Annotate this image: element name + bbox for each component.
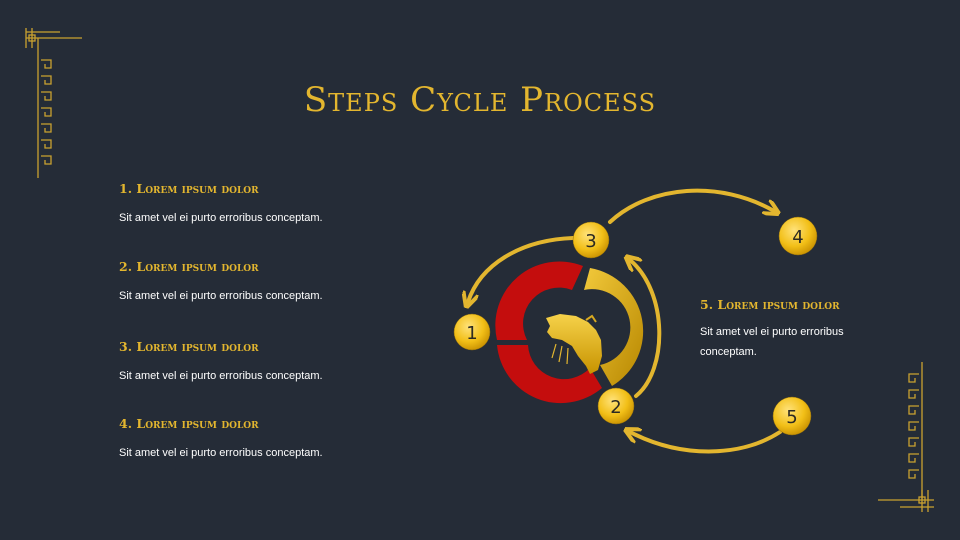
arrow-2-to-3 (630, 260, 662, 398)
node-5-label: 5 (786, 407, 797, 428)
step-4: 4. Lorem ipsum dolor Sit amet vel ei pur… (119, 416, 419, 463)
tiger-head-icon (546, 314, 602, 374)
node-1-label: 1 (466, 323, 477, 344)
center-ring (495, 261, 644, 404)
ring-gold-segment (584, 268, 644, 386)
step-2: 2. Lorem ipsum dolor Sit amet vel ei pur… (119, 259, 419, 306)
step-5: 5. Lorem ipsum dolor Sit amet vel ei pur… (700, 297, 900, 362)
step-3: 3. Lorem ipsum dolor Sit amet vel ei pur… (119, 339, 419, 386)
cycle-arrows (468, 188, 782, 454)
ornament-top-left-icon (25, 28, 82, 178)
step-4-text: Sit amet vel ei purto erroribus concepta… (119, 447, 323, 459)
arrow-3-to-4 (608, 188, 774, 224)
ring-red-segment (495, 261, 583, 340)
node-3-label: 3 (585, 231, 596, 252)
step-3-text: Sit amet vel ei purto erroribus concepta… (119, 370, 323, 382)
node-2: 2 (597, 387, 635, 425)
step-4-heading: 4. Lorem ipsum dolor (119, 416, 259, 431)
step-3-heading: 3. Lorem ipsum dolor (119, 339, 259, 354)
step-2-heading: 2. Lorem ipsum dolor (119, 259, 259, 274)
step-1-heading: 1. Lorem ipsum dolor (119, 181, 259, 196)
step-1-text: Sit amet vel ei purto erroribus concepta… (119, 212, 323, 224)
step-5-heading: 5. Lorem ipsum dolor (700, 297, 840, 312)
arrow-3-to-1 (468, 236, 575, 302)
arrow-5-to-2 (630, 432, 782, 454)
node-5: 5 (772, 396, 812, 436)
step-5-text: Sit amet vel ei purto erroribus concepta… (700, 326, 844, 358)
ornament-bottom-right-icon (878, 362, 934, 512)
node-4: 4 (778, 216, 818, 256)
node-3: 3 (572, 221, 610, 259)
page-title: Steps Cycle Process (303, 80, 657, 120)
step-1: 1. Lorem ipsum dolor Sit amet vel ei pur… (119, 181, 419, 228)
node-1: 1 (453, 313, 491, 351)
node-2-label: 2 (610, 397, 621, 418)
step-2-text: Sit amet vel ei purto erroribus concepta… (119, 290, 323, 302)
node-4-label: 4 (792, 227, 803, 248)
